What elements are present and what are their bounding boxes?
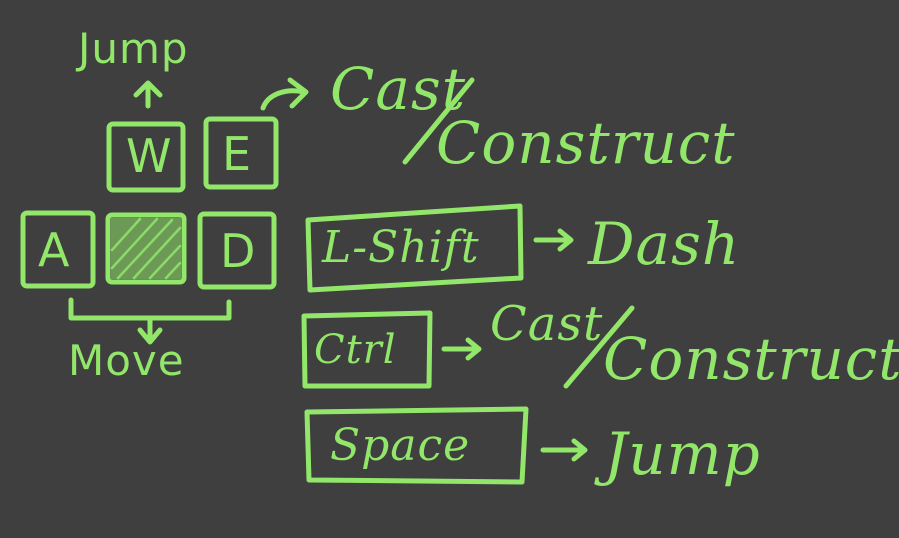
cast-construct-slash-2 — [563, 305, 635, 389]
ctrl-arrow-icon — [441, 337, 482, 361]
key-space-label: Space — [330, 420, 471, 471]
key-e-box — [203, 116, 279, 190]
key-w-box — [106, 121, 186, 193]
space-action-label: Jump — [604, 420, 761, 488]
e-action-construct: Construct — [436, 109, 736, 177]
key-ctrl-box — [301, 310, 433, 389]
cast-construct-slash-1 — [402, 77, 475, 165]
move-bracket — [68, 297, 232, 345]
space-arrow-icon — [540, 438, 588, 462]
ctrl-action-construct: Construct — [603, 325, 899, 393]
ctrl-action-cast: Cast — [490, 296, 604, 352]
key-d-box — [197, 211, 277, 290]
key-ctrl-label: Ctrl — [314, 327, 397, 373]
move-label: Move — [68, 336, 185, 385]
e-action-cast: Cast — [330, 55, 467, 123]
cast-curved-arrow-icon — [260, 77, 309, 111]
jump-up-arrow-icon — [133, 80, 163, 109]
key-shift-box — [305, 203, 524, 293]
key-space-box — [304, 406, 529, 485]
w-action-label: Jump — [78, 24, 189, 73]
key-w-label: W — [126, 129, 173, 183]
key-d-label: D — [220, 224, 257, 278]
key-s-box — [105, 212, 187, 285]
shift-arrow-icon — [533, 228, 574, 252]
key-a-label: A — [38, 223, 71, 277]
key-a-box — [20, 210, 96, 289]
key-e-label: E — [222, 127, 253, 181]
key-shift-label: L-Shift — [322, 222, 480, 273]
key-s-hatch — [110, 217, 182, 280]
shift-action-label: Dash — [588, 210, 741, 278]
